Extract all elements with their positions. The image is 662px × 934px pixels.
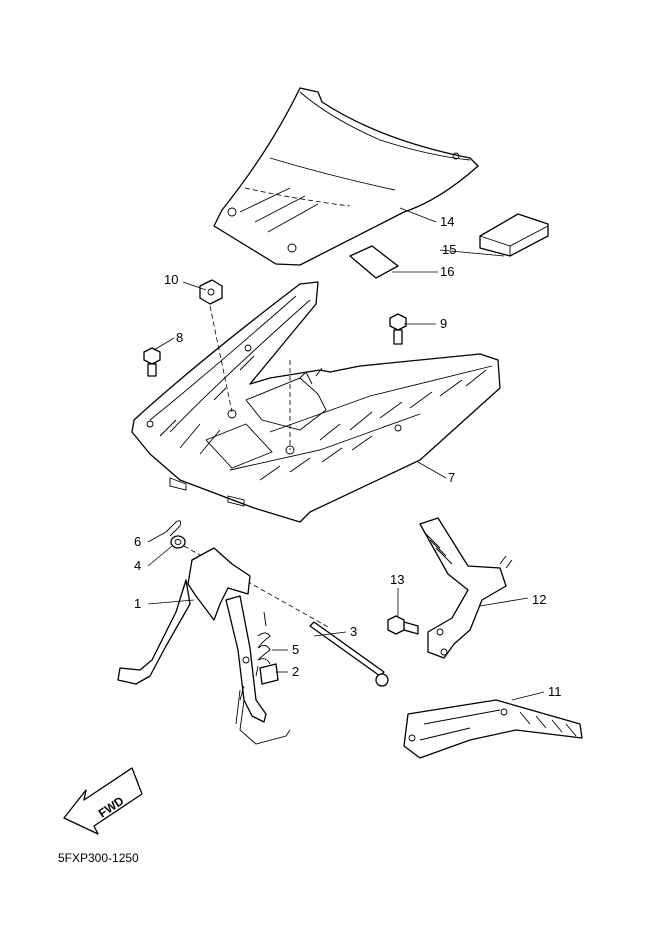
part-8-bolt (143, 347, 161, 377)
part-10-nut (199, 279, 223, 305)
callout-5: 5 (292, 642, 299, 657)
part-14-cover (213, 87, 479, 266)
part-3-shaft (309, 621, 389, 687)
callout-9: 9 (440, 316, 447, 331)
callout-1: 1 (134, 596, 141, 611)
part-12-footrest (419, 517, 513, 659)
part-2-collar (259, 663, 279, 685)
callout-6: 6 (134, 534, 141, 549)
callout-14: 14 (440, 214, 454, 229)
part-16-label (349, 245, 399, 279)
part-11-step (403, 699, 583, 759)
part-15-pad (479, 213, 549, 257)
callout-7: 7 (448, 470, 455, 485)
part-4-washer (170, 535, 186, 549)
callout-4: 4 (134, 558, 141, 573)
callout-16: 16 (440, 264, 454, 279)
part-9-bolt (389, 313, 407, 345)
part-13-bolt (387, 615, 419, 635)
reference-code: 5FXP300-1250 (58, 851, 139, 865)
leader-lines (147, 207, 545, 701)
callout-12: 12 (532, 592, 546, 607)
part-6-pin (165, 520, 181, 537)
part-7-footboard (131, 281, 501, 523)
callout-11: 11 (548, 684, 562, 699)
callout-2: 2 (292, 664, 299, 679)
callout-13: 13 (390, 572, 404, 587)
callout-10: 10 (164, 272, 178, 287)
part-5-spring (255, 611, 271, 677)
fwd-arrow-icon (63, 767, 143, 835)
callout-8: 8 (176, 330, 183, 345)
callout-3: 3 (350, 624, 357, 639)
part-1-stand (117, 547, 291, 745)
callout-15: 15 (442, 242, 456, 257)
